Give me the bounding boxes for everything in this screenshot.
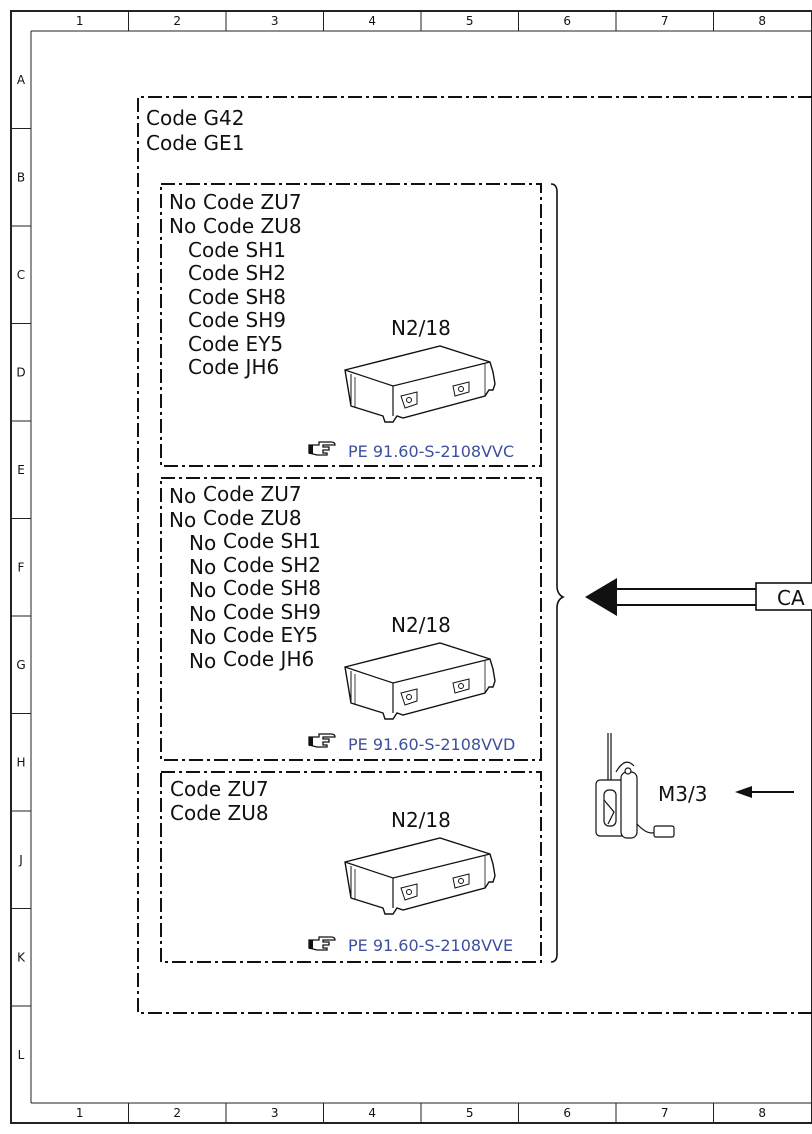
grid-row-label: J — [18, 853, 23, 867]
grid-row-label: K — [17, 950, 26, 964]
outer-code-1: Code G42 — [146, 106, 245, 130]
variant-1-line-8-code: Code JH6 — [188, 355, 279, 379]
variant-1-component-label: N2/18 — [391, 316, 451, 340]
grid-column-label: 4 — [368, 1106, 376, 1120]
variant-1-line-5-code: Code SH8 — [188, 285, 286, 309]
variant-1-line-3-code: Code SH1 — [188, 238, 286, 262]
variant-2-line-2-prefix: No — [169, 508, 196, 532]
grid-row-label: H — [16, 755, 25, 769]
pointing-hand-icon[interactable] — [308, 733, 336, 748]
variant-box-1: No Code ZU7 No Code ZU8 Code SH1 Code SH… — [160, 183, 542, 467]
variant-group-brace — [550, 183, 565, 963]
grid-row-label: B — [17, 170, 25, 184]
variant-1-reference-link[interactable]: PE 91.60-S-2108VVC — [348, 442, 514, 461]
grid-column-label: 7 — [661, 14, 669, 28]
variant-1-line-1-code: Code ZU7 — [203, 190, 302, 214]
grid-column-label: 1 — [76, 1106, 84, 1120]
variant-2-line-6-prefix: No — [189, 602, 216, 626]
bus-arrow — [585, 578, 756, 616]
grid-row-label: F — [18, 560, 25, 574]
grid-column-label: 2 — [173, 1106, 181, 1120]
bus-label: CA — [777, 586, 805, 610]
variant-2-line-6-code: Code SH9 — [223, 600, 321, 624]
grid-column-label: 3 — [271, 1106, 279, 1120]
variant-3-component-label: N2/18 — [391, 808, 451, 832]
variant-box-2: No Code ZU7 No Code ZU8 No Code SH1 No C… — [160, 477, 542, 761]
variant-2-line-3-prefix: No — [189, 531, 216, 555]
variant-2-line-3-code: Code SH1 — [223, 529, 321, 553]
grid-row-ruler: A B C D E F G H J K L — [11, 73, 31, 1062]
bus-label-box — [755, 582, 812, 611]
grid-column-label: 8 — [758, 14, 766, 28]
variant-2-line-8-prefix: No — [189, 649, 216, 673]
grid-column-label: 7 — [661, 1106, 669, 1120]
grid-column-label: 1 — [76, 14, 84, 28]
variant-2-line-4-code: Code SH2 — [223, 553, 321, 577]
pointing-hand-icon[interactable] — [308, 441, 336, 456]
grid-row-label: E — [17, 463, 25, 477]
variant-2-component-label: N2/18 — [391, 613, 451, 637]
pointing-hand-icon[interactable] — [308, 936, 336, 951]
variant-2-line-1-prefix: No — [169, 484, 196, 508]
grid-row-label: G — [16, 658, 25, 672]
control-unit-icon — [344, 642, 496, 720]
variant-3-line-2-code: Code ZU8 — [170, 801, 269, 825]
variant-1-line-2-code: Code ZU8 — [203, 214, 302, 238]
variant-2-line-4-prefix: No — [189, 555, 216, 579]
variant-1-line-6-code: Code SH9 — [188, 308, 286, 332]
grid-column-label: 5 — [466, 14, 474, 28]
grid-row-label: D — [16, 365, 25, 379]
grid-column-ruler: 1 1 2 2 3 3 4 4 5 5 6 6 7 7 8 8 — [76, 11, 766, 1123]
variant-1-line-1-prefix: No — [169, 190, 196, 214]
grid-column-label: 6 — [563, 14, 571, 28]
variant-2-line-7-prefix: No — [189, 625, 216, 649]
variant-3-reference-link[interactable]: PE 91.60-S-2108VVE — [348, 936, 513, 955]
variant-3-line-1-code: Code ZU7 — [170, 777, 269, 801]
grid-row-label: A — [17, 73, 26, 87]
variant-2-reference-link[interactable]: PE 91.60-S-2108VVD — [348, 735, 515, 754]
control-unit-icon — [344, 345, 496, 423]
grid-column-label: 8 — [758, 1106, 766, 1120]
grid-column-label: 2 — [173, 14, 181, 28]
variant-2-line-1-code: Code ZU7 — [203, 482, 302, 506]
variant-box-3: Code ZU7 Code ZU8 N2/18 PE 91.60-S-2108V… — [160, 771, 542, 963]
outer-code-group-frame — [137, 96, 812, 1014]
grid-column-label: 6 — [563, 1106, 571, 1120]
variant-2-line-5-code: Code SH8 — [223, 576, 321, 600]
control-unit-icon — [344, 837, 496, 915]
variant-1-line-4-code: Code SH2 — [188, 261, 286, 285]
grid-row-label: C — [17, 268, 25, 282]
variant-2-line-5-prefix: No — [189, 578, 216, 602]
pump-motor-icon — [595, 733, 675, 839]
variant-1-line-7-code: Code EY5 — [188, 332, 283, 356]
variant-2-line-2-code: Code ZU8 — [203, 506, 302, 530]
variant-1-line-2-prefix: No — [169, 214, 196, 238]
variant-2-line-7-code: Code EY5 — [223, 623, 318, 647]
variant-2-line-8-code: Code JH6 — [223, 647, 314, 671]
outer-code-2: Code GE1 — [146, 131, 244, 155]
grid-column-label: 3 — [271, 14, 279, 28]
grid-column-label: 5 — [466, 1106, 474, 1120]
grid-row-label: L — [18, 1048, 25, 1062]
motor-label: M3/3 — [658, 782, 707, 806]
motor-arrow — [735, 786, 794, 798]
grid-column-label: 4 — [368, 14, 376, 28]
